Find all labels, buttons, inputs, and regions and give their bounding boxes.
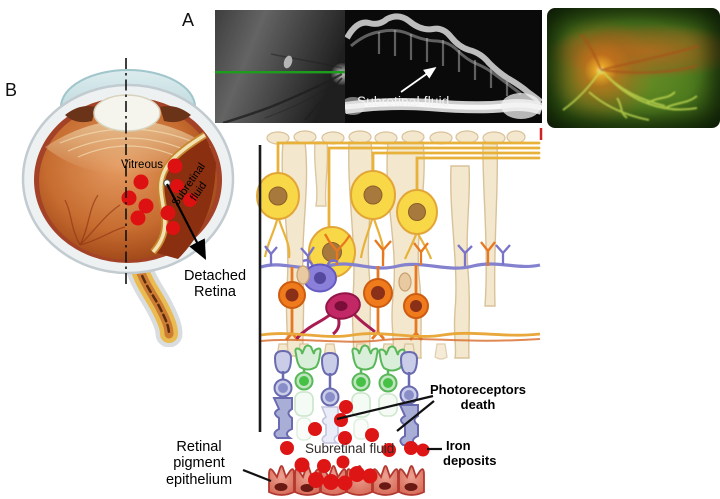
bipolar-processes xyxy=(284,265,424,341)
rpe-cells xyxy=(268,455,425,496)
widefield-fundus-photo xyxy=(547,8,720,128)
rod-cell-3 xyxy=(398,350,420,446)
retina-layers-art xyxy=(256,128,543,496)
retinal-vessels xyxy=(222,53,343,123)
oct-bscan-art xyxy=(345,10,542,123)
deposits-word: deposits xyxy=(443,452,497,468)
bipolar-arbors xyxy=(324,233,496,266)
nerve-fiber-layer xyxy=(276,141,541,232)
eye-art xyxy=(21,58,235,348)
cone-cell-2 xyxy=(351,344,379,440)
photoreceptors-death-label: Photoreceptors death xyxy=(424,382,532,412)
iris-right xyxy=(160,106,191,123)
lesion-spot xyxy=(283,55,293,69)
oct-subretinal-fluid-label: Subretinal fluid xyxy=(357,94,450,109)
rpe-label: Retinal pigment epithelium xyxy=(153,439,245,488)
fundus-vessels xyxy=(64,194,126,246)
fundus-vessels-art xyxy=(562,33,700,121)
vitreous-label: Vitreous xyxy=(121,159,163,171)
panel-b-label: B xyxy=(5,80,18,100)
iron-word: Iron xyxy=(446,438,471,453)
rpe-word-2: pigment xyxy=(173,455,225,472)
iron-deposits-in-rpe xyxy=(294,455,378,491)
panel-a-label: A xyxy=(182,10,195,30)
iris-left xyxy=(65,106,96,123)
detached-word-2: Retina xyxy=(194,284,236,301)
infrared-fundus-art xyxy=(215,10,345,123)
retina-layers-diagram xyxy=(253,126,545,499)
rpe-word-3: epithelium xyxy=(165,471,233,488)
rpe-word-1: Retinal xyxy=(176,439,222,455)
infrared-fundus-image xyxy=(215,10,345,123)
detached-retina-flap xyxy=(150,132,207,255)
ganglion-cells xyxy=(256,170,438,278)
bipolar-cells xyxy=(278,278,429,319)
scan-line-green xyxy=(215,71,345,74)
photoreceptors-word: Photoreceptors xyxy=(429,382,527,397)
detached-retina-label: Detached Retina xyxy=(177,268,253,300)
rpe-nuclei xyxy=(274,482,418,492)
subretinal-fluid-arrow xyxy=(400,66,437,93)
detached-word-1: Detached xyxy=(183,268,247,284)
rod-cell-2 xyxy=(320,351,340,444)
optic-nerve xyxy=(122,241,183,348)
outer-plexiform-layer xyxy=(260,331,541,343)
diagram-subretinal-fluid-label: Subretinal fluid xyxy=(305,441,395,456)
rod-cell-1 xyxy=(272,349,294,439)
iron-deposits-label: Iron deposits xyxy=(443,438,497,468)
muller-nuclei xyxy=(296,265,412,292)
oct-bscan-image: Subretinal fluid xyxy=(345,10,542,123)
rpe-choroid-band xyxy=(345,93,542,119)
detached-retina-band xyxy=(345,13,542,105)
death-word: death xyxy=(460,396,496,412)
callout-dot xyxy=(163,179,171,187)
horizontal-cell xyxy=(295,292,376,340)
eye-cross-section-diagram xyxy=(20,55,235,348)
cone-cell-1 xyxy=(294,344,322,441)
lens xyxy=(93,94,161,132)
